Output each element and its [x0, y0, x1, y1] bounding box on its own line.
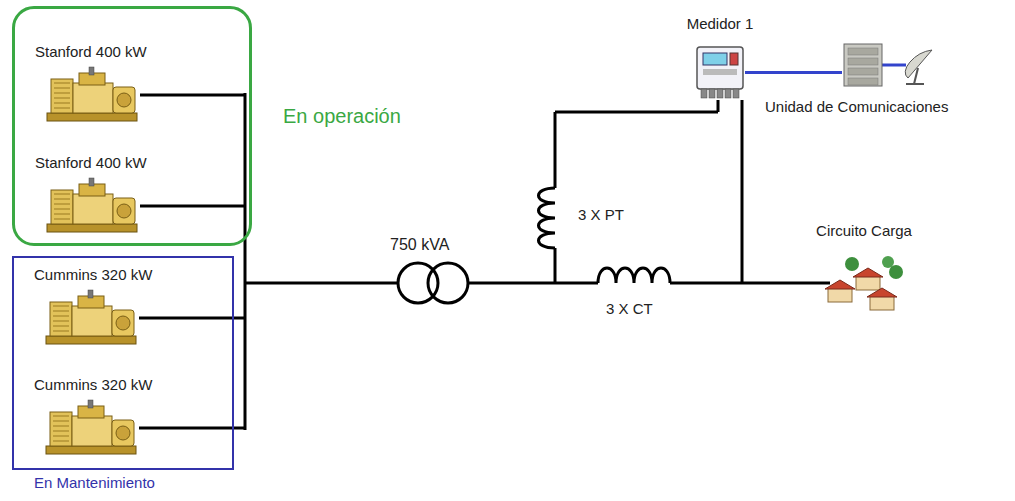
- maintenance-group: En MantenimientoCummins 320 kWCummins 32…: [12, 256, 234, 470]
- group-heading: Circuito Carga: [816, 222, 912, 239]
- pt-label: 3 X PT: [576, 206, 626, 223]
- generator-icon: [44, 288, 139, 348]
- generator-label: Stanford 400 kW: [35, 43, 239, 60]
- transformer-rating: 750 kVA: [388, 236, 451, 254]
- generator-node: Stanford 400 kW: [35, 154, 239, 238]
- group-heading: Unidad de Comunicaciones: [765, 98, 948, 115]
- generator-icon: [45, 176, 140, 236]
- generator-label: Cummins 320 kW: [34, 376, 228, 393]
- communications-node: Unidad de Comunicaciones: [842, 42, 942, 88]
- generator-label: Stanford 400 kW: [35, 154, 239, 171]
- load-node: Circuito Carga: [822, 250, 906, 312]
- generator-icon: [45, 65, 140, 125]
- generator-node: Cummins 320 kW: [34, 266, 228, 350]
- group-heading: Medidor 1: [687, 15, 754, 32]
- communications-icon: [842, 42, 942, 88]
- generator-label: Cummins 320 kW: [34, 266, 228, 283]
- group-heading: En Mantenimiento: [34, 474, 155, 491]
- meter-node: Medidor 1: [695, 45, 745, 100]
- operating-group: En operaciónStanford 400 kWStanford 400 …: [12, 6, 252, 246]
- meter-icon: [695, 45, 745, 100]
- group-heading: En operación: [283, 105, 401, 128]
- generator-node: Cummins 320 kW: [34, 376, 228, 460]
- ct-label: 3 X CT: [604, 300, 655, 317]
- generator-icon: [44, 398, 139, 458]
- generator-node: Stanford 400 kW: [35, 43, 239, 127]
- data-link: [745, 72, 842, 73]
- houses-icon: [822, 250, 906, 312]
